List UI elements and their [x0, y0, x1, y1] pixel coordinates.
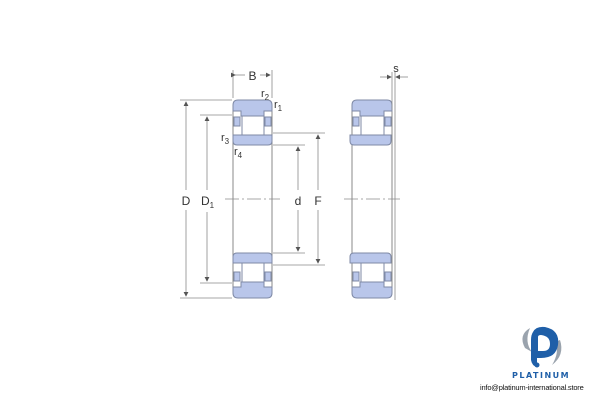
- dimension-lines: [180, 70, 325, 299]
- label-d: d: [295, 194, 302, 208]
- label-B: B: [248, 69, 256, 83]
- dimension-labels: B r2 r1 r3 r4 D D1 d F s: [182, 63, 400, 210]
- s-dimension: [380, 72, 408, 300]
- left-bearing-section: [225, 99, 280, 299]
- label-r2: r2: [261, 88, 270, 102]
- right-bearing-section: [344, 99, 400, 299]
- label-r3: r3: [221, 132, 230, 146]
- label-D: D: [182, 194, 191, 208]
- label-F: F: [314, 194, 321, 208]
- contact-email: info@platinum-international.store: [480, 383, 584, 392]
- label-r1: r1: [274, 99, 283, 113]
- brand-name: PLATINUM: [512, 371, 571, 380]
- label-D1: D1: [201, 194, 215, 210]
- label-s: s: [393, 63, 399, 75]
- label-r4: r4: [234, 146, 243, 160]
- platinum-logo-icon: [522, 326, 562, 368]
